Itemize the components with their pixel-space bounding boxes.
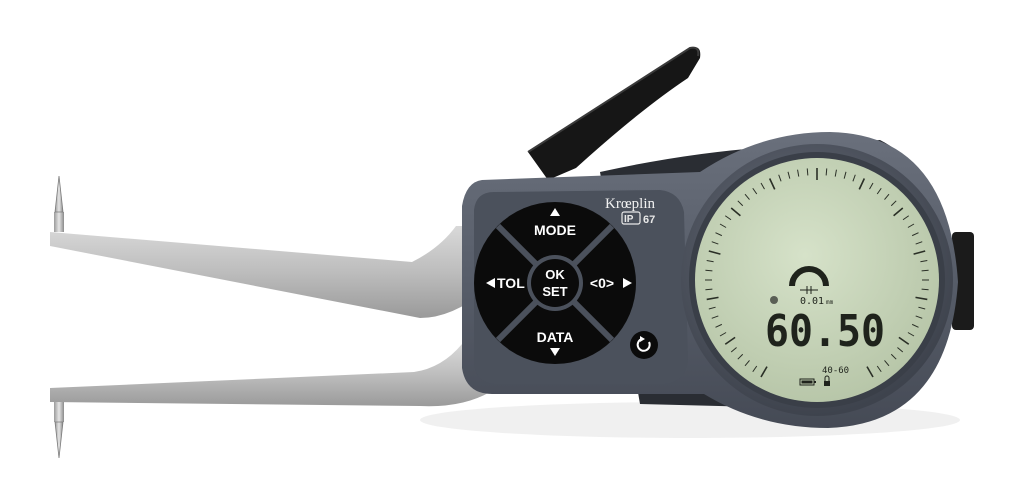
scale-tick bbox=[898, 336, 910, 345]
scale-tick bbox=[708, 250, 721, 255]
scale-tick bbox=[706, 296, 719, 301]
scale-tick bbox=[744, 193, 750, 200]
scale-tick bbox=[706, 260, 714, 263]
reset-button[interactable] bbox=[630, 331, 658, 359]
analog-arc-icon bbox=[789, 266, 829, 287]
tol-label: TOL bbox=[497, 275, 525, 291]
scale-tick bbox=[778, 174, 782, 182]
scale-tick bbox=[893, 207, 904, 217]
data-button[interactable]: DATA bbox=[537, 329, 574, 356]
scale-tick bbox=[737, 200, 744, 207]
brand-logo: Krœplin bbox=[605, 196, 655, 212]
scale-tick bbox=[921, 288, 929, 291]
scale-tick bbox=[834, 169, 837, 177]
upper-contact-tip bbox=[54, 175, 64, 232]
status-dot bbox=[770, 296, 778, 304]
scale-tick bbox=[744, 360, 750, 367]
scale-tick bbox=[724, 215, 732, 221]
scale-tick bbox=[719, 223, 727, 228]
scale-tick bbox=[890, 353, 897, 360]
scale-tick bbox=[806, 168, 809, 176]
data-label: DATA bbox=[537, 329, 574, 345]
svg-text:IP: IP bbox=[624, 214, 634, 225]
scale-tick bbox=[705, 288, 713, 291]
button-pad: MODE TOL <0> DATA OK SET bbox=[474, 202, 636, 364]
resolution-value: 0.01 bbox=[800, 296, 824, 307]
scale-tick bbox=[907, 223, 915, 228]
scale-tick bbox=[858, 178, 866, 190]
scale-tick bbox=[705, 269, 713, 272]
scale-tick bbox=[768, 178, 776, 190]
scale-tick bbox=[915, 241, 923, 245]
left-arrow-icon bbox=[486, 278, 495, 288]
scale-tick bbox=[866, 366, 874, 378]
upper-arm bbox=[50, 226, 486, 318]
scale-tick bbox=[730, 207, 741, 217]
scale-tick bbox=[825, 168, 828, 176]
right-arrow-icon bbox=[623, 278, 632, 288]
scale-tick bbox=[724, 336, 736, 345]
zero-button[interactable]: <0> bbox=[590, 275, 632, 291]
lower-contact-tip bbox=[54, 402, 64, 459]
side-clip bbox=[952, 232, 974, 330]
scale-tick bbox=[915, 296, 928, 301]
scale-tick bbox=[907, 332, 915, 337]
scale-tick bbox=[913, 250, 926, 255]
scale-tick bbox=[760, 366, 768, 378]
lower-arm bbox=[50, 344, 490, 407]
resolution-indicator bbox=[800, 286, 818, 294]
scale-tick bbox=[897, 347, 904, 353]
scale-tick bbox=[869, 182, 874, 190]
scale-tick bbox=[902, 215, 910, 221]
scale-tick bbox=[711, 315, 719, 319]
scale-tick bbox=[843, 171, 847, 179]
set-label: SET bbox=[542, 284, 567, 299]
scale-tick bbox=[715, 232, 723, 237]
scale-tick bbox=[876, 187, 882, 195]
scale-tick bbox=[915, 315, 923, 319]
scale-tick bbox=[911, 323, 919, 328]
zero-label: <0> bbox=[590, 275, 614, 291]
scale-tick bbox=[921, 269, 929, 272]
analog-scale bbox=[705, 168, 929, 378]
ip-number: 67 bbox=[643, 214, 655, 226]
reset-icon bbox=[636, 338, 651, 352]
scale-tick bbox=[884, 193, 890, 200]
main-reading: 60.50 bbox=[765, 306, 885, 357]
scale-tick bbox=[920, 260, 928, 263]
lever[interactable] bbox=[528, 47, 701, 180]
scale-tick bbox=[752, 187, 758, 195]
scale-tick bbox=[752, 365, 758, 373]
scale-tick bbox=[797, 169, 800, 177]
battery-icon bbox=[799, 378, 816, 386]
ok-label: OK bbox=[545, 267, 565, 282]
scale-tick bbox=[876, 365, 882, 373]
mode-label: MODE bbox=[534, 222, 576, 238]
scale-tick bbox=[787, 171, 791, 179]
scale-tick bbox=[719, 332, 727, 337]
scale-tick bbox=[760, 182, 765, 190]
ip-badge-icon: IP 67 bbox=[621, 211, 655, 226]
lcd-screen bbox=[695, 158, 939, 402]
scale-tick bbox=[890, 200, 897, 207]
resolution-unit: mm bbox=[826, 299, 834, 306]
mode-button[interactable]: MODE bbox=[534, 208, 576, 238]
down-arrow-icon bbox=[550, 348, 560, 356]
lock-icon bbox=[824, 375, 830, 386]
range-label: 40-60 bbox=[822, 366, 849, 376]
ok-set-button[interactable] bbox=[531, 259, 579, 307]
tol-button[interactable]: TOL bbox=[486, 275, 525, 291]
scale-tick bbox=[730, 347, 737, 353]
scale-tick bbox=[884, 360, 890, 367]
scale-tick bbox=[737, 353, 744, 360]
scale-tick bbox=[708, 306, 716, 310]
scale-tick bbox=[852, 174, 856, 182]
scale-tick bbox=[711, 241, 719, 245]
scale-tick bbox=[918, 306, 926, 310]
up-arrow-icon bbox=[550, 208, 560, 216]
scale-tick bbox=[911, 232, 919, 237]
scale-tick bbox=[715, 323, 723, 328]
